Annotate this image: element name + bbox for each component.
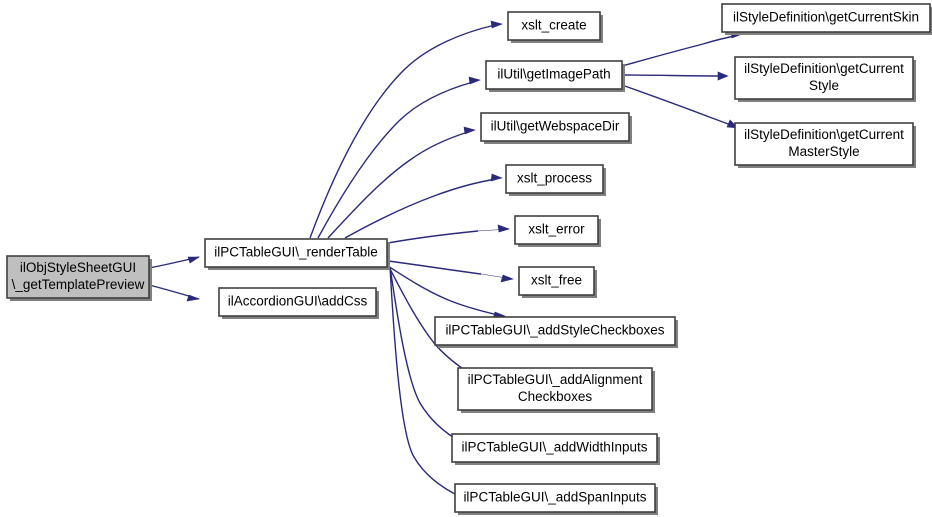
arrow-head-icon	[463, 126, 476, 135]
edge-getImagePath-to-getCurrentStyle	[621, 71, 729, 81]
node-label: xslt_process	[517, 171, 592, 186]
node-rect[interactable]	[485, 60, 623, 90]
nodes-layer: ilObjStyleSheetGUI\_getTemplatePreviewil…	[6, 3, 932, 515]
graph-node-addStyleCheckboxes[interactable]: ilPCTableGUI\_addStyleCheckboxes	[434, 316, 678, 348]
edges-layer	[148, 20, 743, 501]
edge-renderTable-to-xsltProcess	[344, 173, 503, 239]
graph-node-getImagePath[interactable]: ilUtil\getImagePath	[485, 60, 625, 92]
arrow-head-icon	[490, 173, 503, 182]
graph-node-getCurrentSkin[interactable]: ilStyleDefinition\getCurrentSkin	[721, 3, 932, 35]
edge-renderTable-to-addStyleCheckboxes	[387, 265, 506, 320]
node-label: ilStyleDefinition\getCurrent	[744, 61, 904, 76]
node-label: ilUtil\getImagePath	[497, 67, 610, 82]
edge-line	[387, 265, 499, 316]
node-label: xslt_create	[521, 18, 586, 33]
arrow-head-icon	[717, 71, 729, 81]
edge-line	[621, 35, 736, 67]
edge-line	[317, 81, 474, 239]
node-rect[interactable]	[218, 287, 377, 317]
graph-node-getWebspaceDir[interactable]: ilUtil\getWebspaceDir	[480, 112, 632, 144]
edge-renderTable-to-addSpanInputs	[389, 266, 469, 501]
node-rect[interactable]	[507, 11, 601, 41]
graph-node-renderTable[interactable]: ilPCTableGUI\_renderTable	[204, 238, 390, 270]
node-label: ilPCTableGUI\_addStyleCheckboxes	[445, 323, 664, 338]
node-label: xslt_free	[531, 273, 582, 288]
arrow-head-icon	[477, 224, 510, 233]
edge-renderTable-to-addWidthInputs	[389, 266, 468, 447]
node-label: ilPCTableGUI\_addWidthInputs	[461, 440, 647, 455]
node-label: ilPCTableGUI\_addSpanInputs	[463, 490, 646, 505]
arrow-head-icon	[187, 256, 200, 264]
edge-line	[389, 266, 462, 498]
edge-line	[621, 74, 722, 77]
graph-node-addCss[interactable]: ilAccordionGUI\addCss	[218, 287, 379, 319]
node-label: ilPCTableGUI\_renderTable	[214, 245, 378, 260]
edge-line	[621, 84, 732, 126]
node-rect[interactable]	[721, 3, 931, 33]
node-label: ilStyleDefinition\getCurrent	[744, 127, 904, 142]
node-label: ilUtil\getWebspaceDir	[491, 119, 620, 134]
edge-line	[309, 24, 496, 239]
edge-renderTable-to-getImagePath	[317, 76, 481, 239]
graph-node-addSpanInputs[interactable]: ilPCTableGUI\_addSpanInputs	[454, 483, 658, 515]
edge-renderTable-to-getWebspaceDir	[327, 126, 476, 239]
edge-line	[388, 266, 470, 374]
arrow-head-icon	[480, 273, 514, 283]
graph-node-xsltFree[interactable]: xslt_free	[518, 266, 597, 298]
arrow-head-icon	[490, 20, 503, 29]
edge-renderTable-to-xsltFree	[387, 260, 514, 283]
node-label: \_getTemplatePreview	[12, 277, 145, 292]
node-label: ilStyleDefinition\getCurrentSkin	[733, 10, 919, 25]
node-label: ilAccordionGUI\addCss	[228, 294, 368, 309]
graph-node-xsltError[interactable]: xslt_error	[514, 215, 601, 247]
graph-node-root[interactable]: ilObjStyleSheetGUI \_getTemplatePreview	[6, 255, 152, 301]
edge-renderTable-to-xsltCreate	[309, 20, 503, 239]
node-label: xslt_error	[528, 222, 585, 237]
node-label: ilPCTableGUI\_addAlignment	[468, 372, 643, 387]
edge-getImagePath-to-getCurrentMasterStyle	[621, 84, 739, 129]
node-rect[interactable]	[734, 56, 914, 100]
node-rect[interactable]	[480, 112, 630, 142]
graph-node-xsltCreate[interactable]: xslt_create	[507, 11, 603, 43]
node-label: Checkboxes	[518, 389, 593, 404]
graph-node-addWidthInputs[interactable]: ilPCTableGUI\_addWidthInputs	[451, 433, 660, 465]
edge-line	[389, 266, 462, 443]
edge-getImagePath-to-getCurrentSkin	[621, 30, 743, 67]
node-rect[interactable]	[514, 215, 599, 245]
graph-node-xsltProcess[interactable]: xslt_process	[505, 164, 606, 196]
node-rect[interactable]	[434, 316, 676, 346]
node-rect[interactable]	[518, 266, 595, 296]
edge-line	[344, 178, 497, 239]
node-rect[interactable]	[6, 255, 150, 299]
node-rect[interactable]	[454, 483, 656, 513]
edge-root-to-renderTable	[148, 256, 200, 269]
edge-line	[327, 131, 469, 239]
edge-line	[387, 260, 482, 275]
node-label: ilObjStyleSheetGUI	[20, 260, 136, 275]
arrow-head-icon	[186, 294, 201, 302]
edge-root-to-addCss	[148, 284, 201, 302]
node-rect[interactable]	[734, 122, 914, 166]
node-label: Style	[809, 78, 839, 93]
node-rect[interactable]	[204, 238, 388, 268]
node-rect[interactable]	[451, 433, 658, 463]
edge-line	[387, 230, 479, 244]
node-rect[interactable]	[505, 164, 604, 194]
edge-renderTable-to-xsltError	[387, 224, 510, 244]
node-rect[interactable]	[457, 367, 653, 411]
node-label: MasterStyle	[788, 144, 859, 159]
arrow-head-icon	[468, 76, 481, 85]
